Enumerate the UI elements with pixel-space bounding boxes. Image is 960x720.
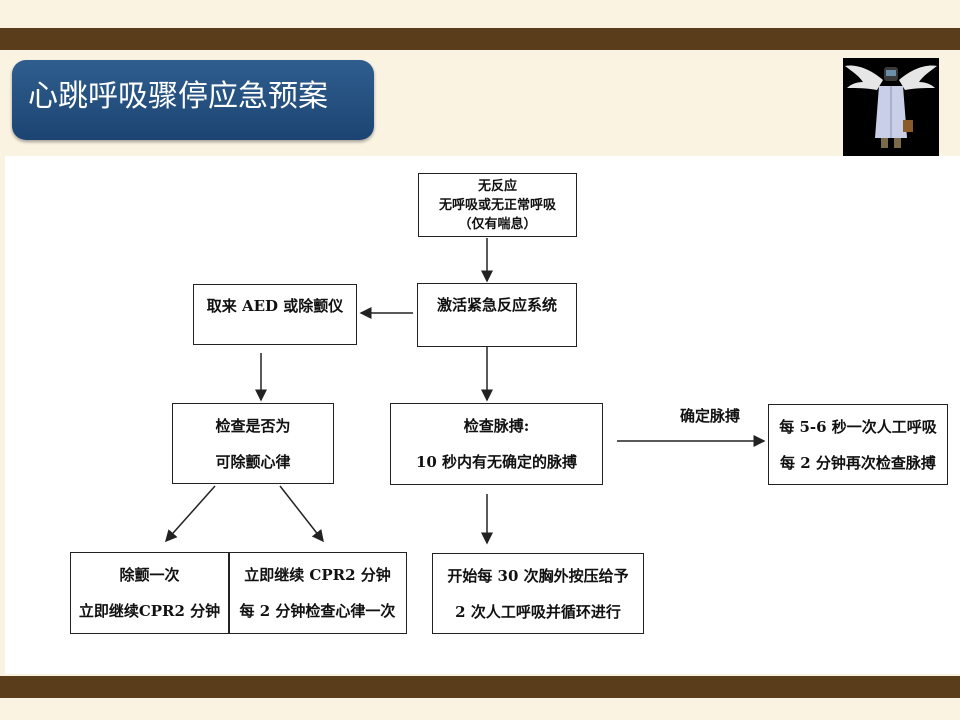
node-line: 激活紧急反应系统	[436, 296, 557, 314]
node-line: 除颤一次	[119, 566, 180, 584]
node-shock-once: 除颤一次 立即继续CPR2 分钟	[70, 552, 229, 634]
node-line: 10 秒内有无确定的脉搏	[415, 453, 578, 471]
double-box-divider	[228, 552, 230, 634]
bottom-decor-band	[0, 676, 960, 698]
node-start-compressions: 开始每 30 次胸外按压给予 2 次人工呼吸并循环进行	[432, 553, 644, 634]
top-decor-band	[0, 28, 960, 50]
page-title: 心跳呼吸骤停应急预案	[12, 60, 374, 140]
edge-label-definite-pulse: 确定脉搏	[680, 407, 741, 425]
node-line: 2 次人工呼吸并循环进行	[455, 602, 621, 621]
node-check-shockable: 检查是否为 可除颤心律	[172, 403, 334, 484]
node-line: 取来 AED 或除颤仪	[206, 297, 344, 315]
node-line: 开始每 30 次胸外按压给予	[447, 566, 629, 585]
node-line: 可除颤心律	[215, 452, 291, 471]
node-check-pulse: 检查脉搏: 10 秒内有无确定的脉搏	[390, 403, 603, 485]
node-get-aed: 取来 AED 或除颤仪	[193, 284, 357, 345]
node-line: 每 2 分钟检查心律一次	[239, 602, 396, 620]
node-line: 立即继续CPR2 分钟	[78, 602, 221, 620]
node-line: 每 2 分钟再次检查脉搏	[780, 453, 936, 472]
node-breathing-support: 每 5-6 秒一次人工呼吸 每 2 分钟再次检查脉搏	[768, 404, 948, 485]
node-line: 检查是否为	[215, 416, 291, 435]
node-line: 立即继续 CPR2 分钟	[244, 566, 391, 584]
winged-doctor-illustration	[843, 58, 939, 156]
node-line: 无呼吸或无正常呼吸	[438, 197, 556, 213]
node-line: 每 5-6 秒一次人工呼吸	[779, 417, 937, 436]
node-line: （仅有喘息）	[458, 216, 537, 232]
node-no-response: 无反应 无呼吸或无正常呼吸 （仅有喘息）	[418, 173, 577, 237]
node-activate-ems: 激活紧急反应系统	[417, 283, 577, 347]
node-line: 无反应	[477, 178, 517, 194]
node-line: 检查脉搏:	[463, 417, 530, 435]
node-continue-cpr: 立即继续 CPR2 分钟 每 2 分钟检查心律一次	[228, 552, 407, 634]
wings-icon	[845, 65, 937, 90]
